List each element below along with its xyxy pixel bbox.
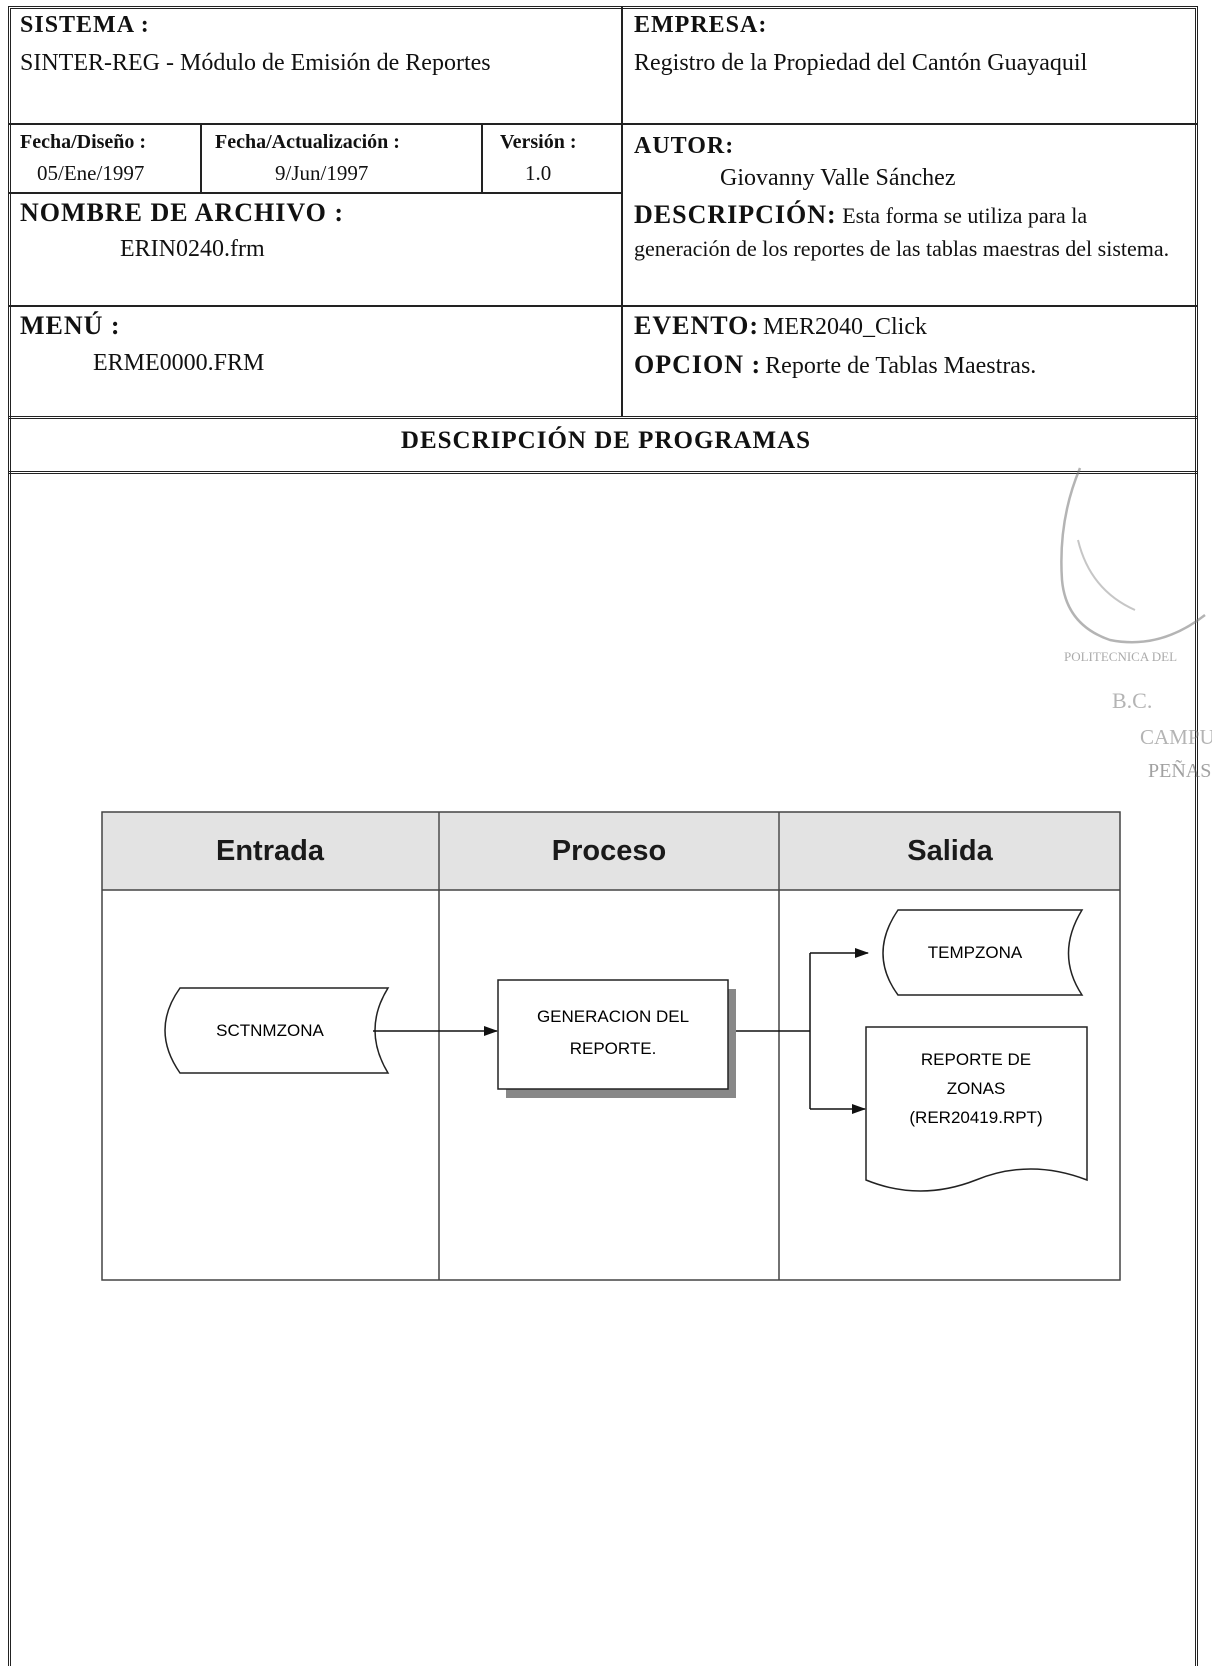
menu-label: MENÚ : bbox=[20, 311, 121, 340]
report-label-line3: (RER20419.RPT) bbox=[909, 1108, 1042, 1127]
process-box bbox=[497, 979, 729, 1090]
sistema-label: SISTEMA : bbox=[20, 12, 150, 38]
fecha-actualizacion-value: 9/Jun/1997 bbox=[275, 161, 369, 185]
col-divider bbox=[621, 6, 623, 417]
opcion-value: Reporte de Tablas Maestras. bbox=[765, 353, 1037, 379]
stamp-line-2: B.C. bbox=[1112, 688, 1152, 713]
version-label: Versión : bbox=[500, 131, 577, 153]
process-label-line1: GENERACION DEL bbox=[537, 1007, 689, 1026]
input-store-label: SCTNMZONA bbox=[216, 1021, 324, 1040]
fecha-diseno-label: Fecha/Diseño : bbox=[20, 131, 147, 153]
output-report-document bbox=[865, 1026, 1088, 1192]
stamp-seal-inner bbox=[1077, 539, 1136, 611]
opcion-line: OPCION : Reporte de Tablas Maestras. bbox=[634, 350, 1036, 380]
stamp-seal-arc bbox=[1060, 467, 1206, 644]
empresa-label: EMPRESA: bbox=[634, 12, 768, 38]
column-header-salida: Salida bbox=[780, 812, 1120, 890]
process-label-line2: REPORTE. bbox=[570, 1039, 657, 1058]
stamp-line-1: POLITECNICA DEL bbox=[1064, 649, 1177, 664]
descripcion-block: DESCRIPCIÓN: Esta forma se utiliza para … bbox=[634, 198, 1174, 265]
fecha-actualizacion-label: Fecha/Actualización : bbox=[215, 131, 400, 153]
descripcion-value: Esta forma se utiliza para la generación… bbox=[634, 203, 1170, 261]
output-store-label: TEMPZONA bbox=[928, 943, 1023, 962]
archivo-value: ERIN0240.frm bbox=[120, 236, 265, 262]
empresa-value: Registro de la Propiedad del Cantón Guay… bbox=[634, 50, 1088, 76]
evento-label: EVENTO: bbox=[634, 311, 759, 340]
row-divider bbox=[8, 416, 1198, 419]
row-divider bbox=[8, 192, 621, 194]
output-data-store bbox=[882, 909, 1084, 996]
sistema-value: SINTER-REG - Módulo de Emisión de Report… bbox=[20, 50, 491, 76]
opcion-label: OPCION : bbox=[634, 350, 762, 379]
input-data-store bbox=[164, 987, 390, 1074]
evento-line: EVENTO: MER2040_Click bbox=[634, 311, 927, 341]
evento-value: MER2040_Click bbox=[763, 314, 928, 340]
column-header-entrada: Entrada bbox=[102, 812, 438, 890]
stamp-line-4: PEÑAS bbox=[1148, 758, 1211, 782]
report-label-line1: REPORTE DE bbox=[921, 1050, 1031, 1069]
descripcion-label: DESCRIPCIÓN: bbox=[634, 200, 837, 229]
cell-divider bbox=[481, 123, 483, 193]
autor-label: AUTOR: bbox=[634, 133, 735, 159]
fecha-diseno-value: 05/Ene/1997 bbox=[37, 161, 145, 185]
form-frame bbox=[8, 6, 1198, 1666]
column-header-proceso: Proceso bbox=[440, 812, 778, 890]
row-divider bbox=[8, 305, 1198, 307]
institution-stamp: POLITECNICA DEL B.C. CAMPU PEÑAS bbox=[1060, 467, 1212, 782]
swimlane-frame bbox=[101, 811, 1121, 1281]
report-label-line2: ZONAS bbox=[947, 1079, 1006, 1098]
row-divider bbox=[8, 123, 1198, 125]
autor-value: Giovanny Valle Sánchez bbox=[720, 165, 956, 191]
row-divider bbox=[8, 471, 1198, 474]
cell-divider bbox=[200, 123, 202, 193]
menu-value: ERME0000.FRM bbox=[93, 350, 265, 376]
section-title: DESCRIPCIÓN DE PROGRAMAS bbox=[400, 427, 812, 454]
archivo-label: NOMBRE DE ARCHIVO : bbox=[20, 198, 344, 227]
stamp-line-3: CAMPU bbox=[1140, 725, 1212, 749]
version-value: 1.0 bbox=[525, 161, 552, 185]
